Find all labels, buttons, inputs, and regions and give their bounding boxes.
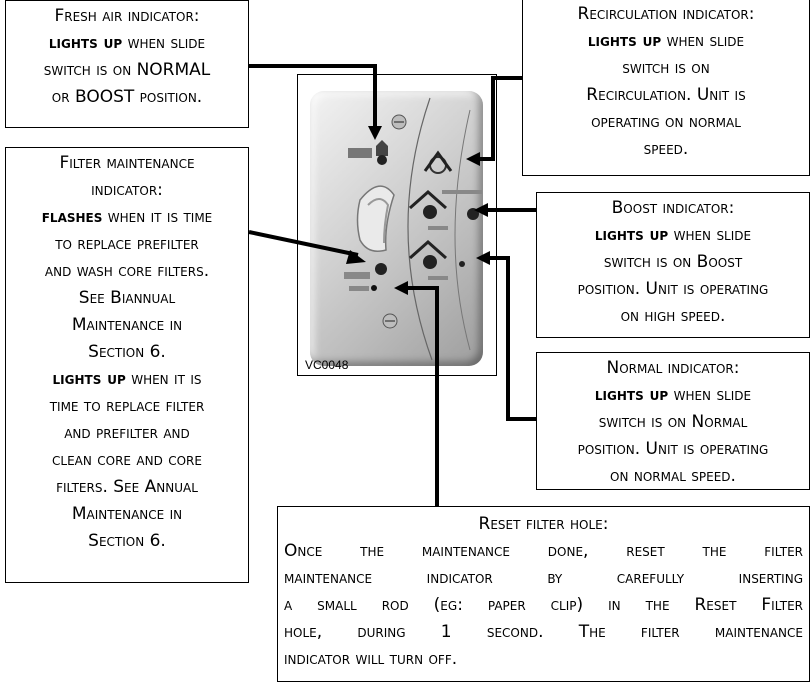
normal-callout: Normal indicator: lights up when slide s… xyxy=(536,352,810,490)
boost-title: Boost indicator: xyxy=(541,195,805,222)
boost-callout: Boost indicator: lights up when slide sw… xyxy=(536,192,810,338)
reset-filter-callout: Reset filter hole: Once the maintenance … xyxy=(277,506,810,682)
fresh-air-title: Fresh air indicator: xyxy=(10,3,244,30)
fresh-air-callout: Fresh air indicator: lights up when slid… xyxy=(5,0,249,128)
recirculation-title: Recirculation indicator: xyxy=(527,1,805,28)
model-code-label: VC0048 xyxy=(305,358,348,372)
wall-control-plate xyxy=(310,91,483,366)
filter-maintenance-title: Filter maintenance xyxy=(10,150,244,177)
normal-title: Normal indicator: xyxy=(541,355,805,382)
fresh-air-emphasis: lights up xyxy=(49,33,122,53)
filter-maintenance-callout: Filter maintenance indicator: flashes wh… xyxy=(5,147,249,583)
reset-filter-title: Reset filter hole: xyxy=(284,511,803,538)
recirculation-callout: Recirculation indicator: lights up when … xyxy=(522,0,810,176)
